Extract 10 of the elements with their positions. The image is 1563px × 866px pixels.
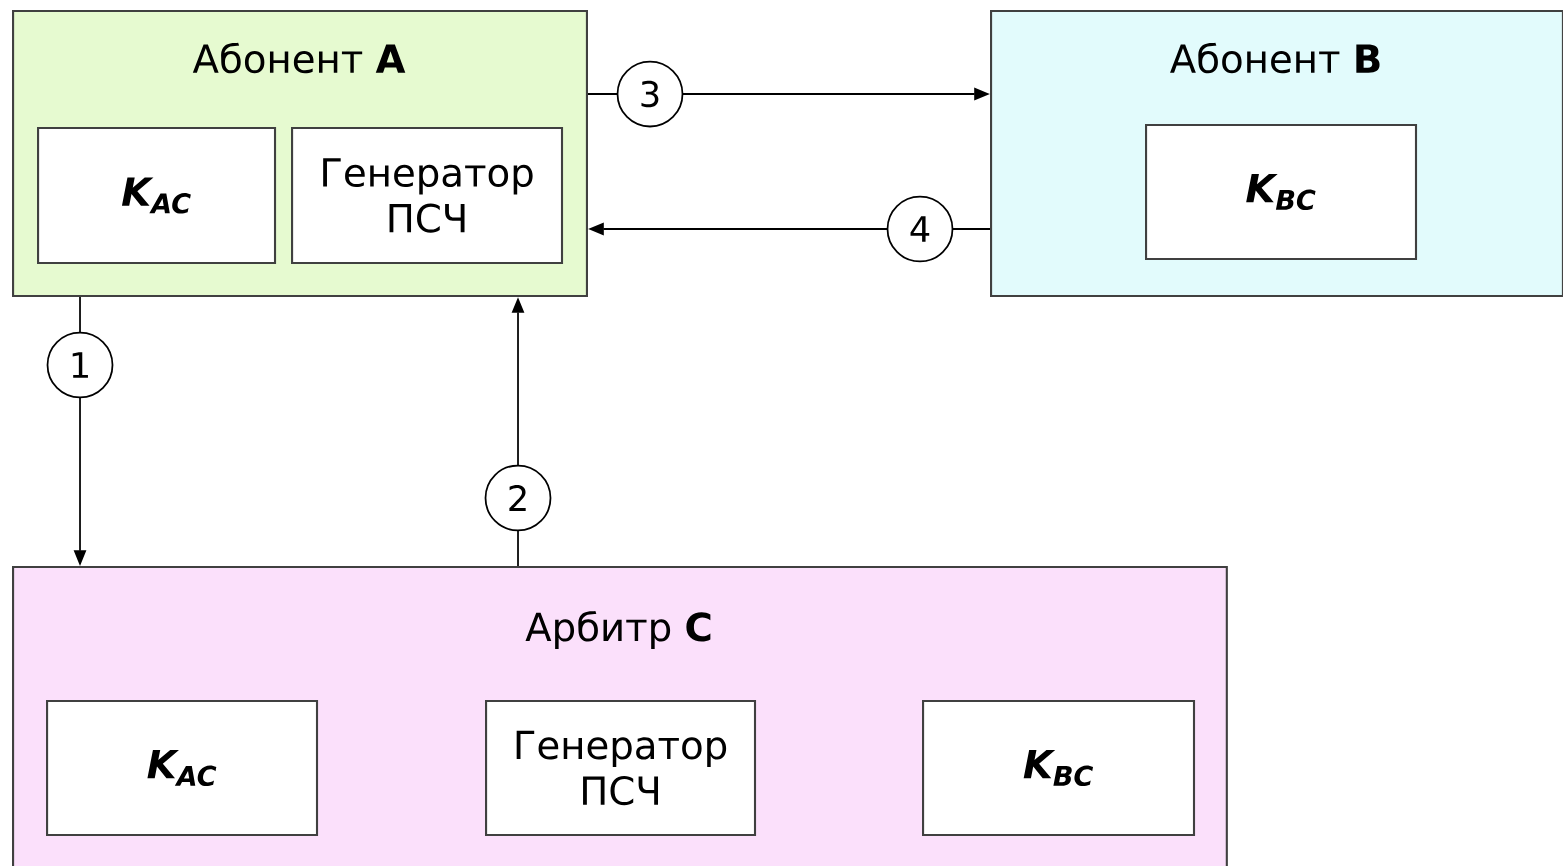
edge-label: 1	[46, 331, 114, 399]
edge-label: 3	[616, 60, 684, 128]
inner-box: K$_{AC}$	[46, 700, 319, 837]
edge-label: 2	[484, 464, 552, 532]
edge-label: 4	[886, 195, 954, 263]
inner-box: K$_{AC}$	[37, 127, 277, 265]
inner-box: K$_{BC}$	[1145, 124, 1418, 261]
inner-box: Генератор ПСЧ	[291, 127, 564, 265]
inner-box: K$_{BC}$	[922, 700, 1196, 837]
inner-box: Генератор ПСЧ	[485, 700, 757, 837]
